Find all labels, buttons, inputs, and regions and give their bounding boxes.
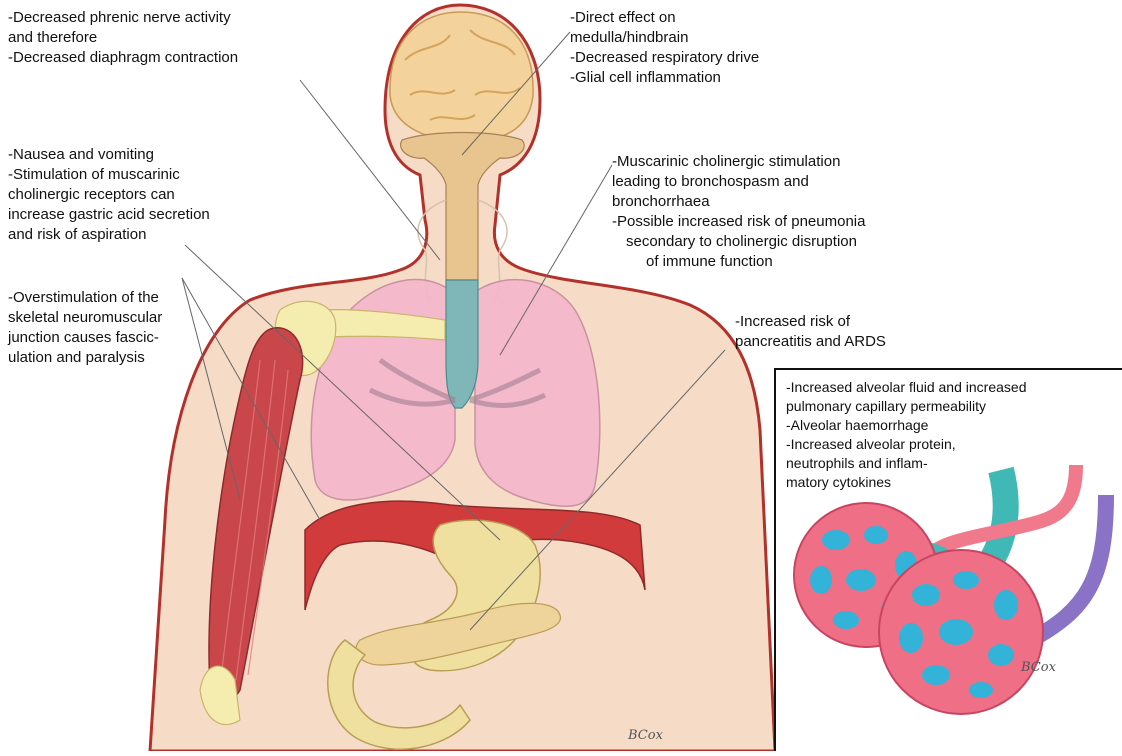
- label-alveoli: -Increased alveolar fluid and increased …: [786, 378, 1026, 492]
- label-line: matory cytokines: [786, 473, 1026, 492]
- label-line: of immune function: [612, 252, 865, 272]
- label-line: -Nausea and vomiting: [8, 145, 210, 165]
- label-line: ulation and paralysis: [8, 348, 162, 368]
- label-line: and risk of aspiration: [8, 225, 210, 245]
- label-pancreas: -Increased risk of pancreatitis and ARDS: [735, 312, 886, 352]
- alveoli-inset: -Increased alveolar fluid and increased …: [774, 368, 1122, 751]
- label-line: -Decreased diaphragm contraction: [8, 48, 238, 68]
- label-line: junction causes fascic-: [8, 328, 162, 348]
- label-line: -Decreased phrenic nerve activity: [8, 8, 238, 28]
- label-line: -Increased alveolar protein,: [786, 435, 1026, 454]
- label-line: neutrophils and inflam-: [786, 454, 1026, 473]
- label-phrenic: -Decreased phrenic nerve activity and th…: [8, 8, 238, 68]
- label-line: -Glial cell inflammation: [570, 68, 759, 88]
- label-line: pancreatitis and ARDS: [735, 332, 886, 352]
- label-brain: -Direct effect on medulla/hindbrain -Dec…: [570, 8, 759, 88]
- label-line: -Decreased respiratory drive: [570, 48, 759, 68]
- label-gastric: -Nausea and vomiting -Stimulation of mus…: [8, 145, 210, 245]
- label-line: cholinergic receptors can: [8, 185, 210, 205]
- trachea: [446, 280, 478, 408]
- label-line: -Direct effect on: [570, 8, 759, 28]
- label-line: secondary to cholinergic disruption: [612, 232, 865, 252]
- label-line: -Increased risk of: [735, 312, 886, 332]
- label-line: -Stimulation of muscarinic: [8, 165, 210, 185]
- label-line: -Muscarinic cholinergic stimulation: [612, 152, 865, 172]
- label-line: -Alveolar haemorrhage: [786, 416, 1026, 435]
- label-line: -Increased alveolar fluid and increased: [786, 378, 1026, 397]
- label-line: leading to bronchospasm and: [612, 172, 865, 192]
- label-line: bronchorrhaea: [612, 192, 865, 212]
- inset-signature: BCox: [1021, 660, 1056, 675]
- label-bronchi: -Muscarinic cholinergic stimulation lead…: [612, 152, 865, 272]
- label-line: skeletal neuromuscular: [8, 308, 162, 328]
- label-muscle: -Overstimulation of the skeletal neuromu…: [8, 288, 162, 368]
- label-line: increase gastric acid secretion: [8, 205, 210, 225]
- brain: [390, 12, 533, 142]
- label-line: and therefore: [8, 28, 238, 48]
- label-line: -Overstimulation of the: [8, 288, 162, 308]
- label-line: medulla/hindbrain: [570, 28, 759, 48]
- artist-signature: BCox: [628, 728, 663, 743]
- label-line: -Possible increased risk of pneumonia: [612, 212, 865, 232]
- label-line: pulmonary capillary permeability: [786, 397, 1026, 416]
